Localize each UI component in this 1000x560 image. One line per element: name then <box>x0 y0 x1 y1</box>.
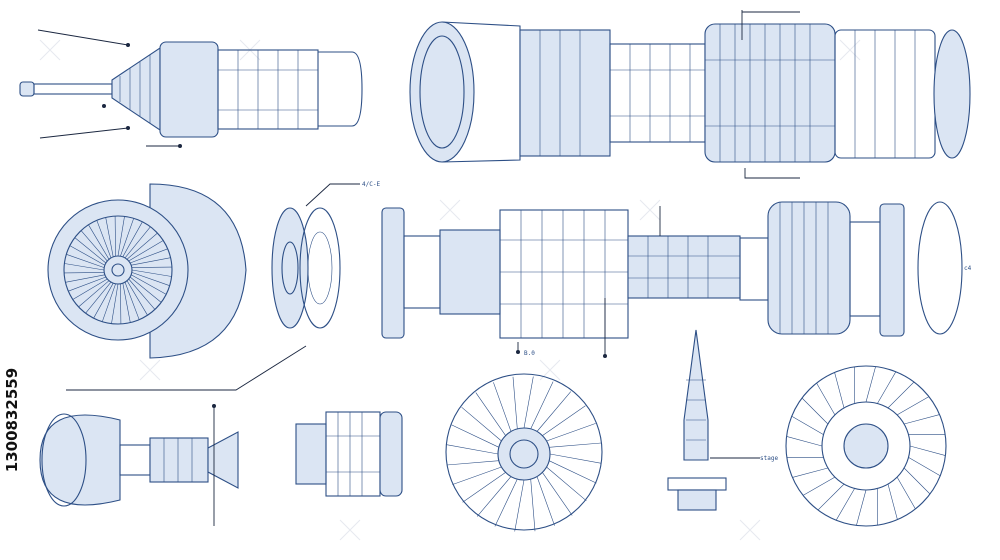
exhaust-cone-leaders <box>37 29 182 148</box>
frame-label: 4/C-E <box>362 181 380 188</box>
spinner-shaft <box>667 329 727 511</box>
compressor-label: c4 <box>964 265 972 272</box>
bell-nozzle-assembly <box>39 413 239 507</box>
fan-disk-leader: 4/C-E <box>305 181 380 207</box>
nozzle-label: stage <box>760 455 778 462</box>
stock-id-watermark: 1300832559 <box>2 300 22 540</box>
fan-inlet <box>47 183 247 359</box>
fan-disk-pair <box>271 207 341 329</box>
stock-id-text: 1300832559 <box>3 367 21 473</box>
engine-core-leaders: B.0 c4 <box>516 206 972 358</box>
exhaust-cone-assembly <box>19 41 363 138</box>
bell-nozzle-leaders <box>66 345 307 526</box>
engine-core-exploded <box>381 201 963 339</box>
turbofan-engine-cutaway <box>409 21 971 163</box>
stator-ring-rear <box>785 365 947 527</box>
core-label: B.0 <box>524 350 535 357</box>
spinner-leaders: stage <box>710 455 778 462</box>
stator-ring-front <box>445 373 603 532</box>
combustor-module <box>295 411 403 497</box>
turbofan-dimension-lines <box>741 10 800 179</box>
